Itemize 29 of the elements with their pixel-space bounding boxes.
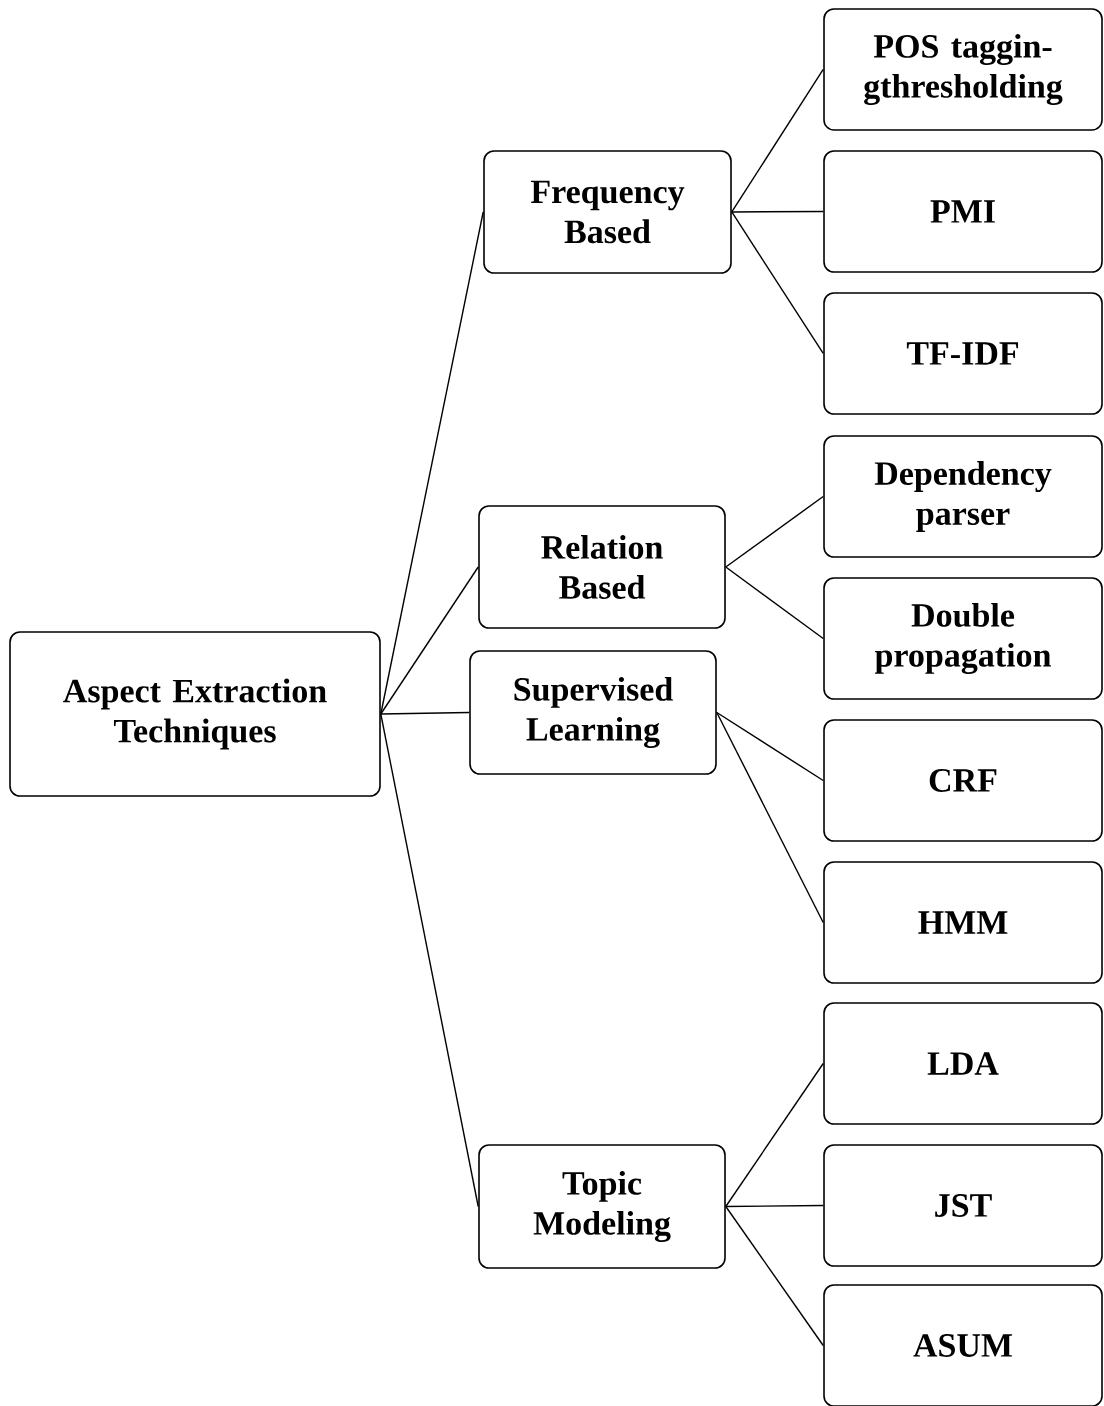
category-box: Frequency Based: [483, 150, 732, 274]
technique-box: JST: [823, 1144, 1103, 1267]
connector-line: [380, 566, 479, 715]
connector-line: [380, 711, 470, 715]
connector-line: [725, 1062, 824, 1208]
connector-line: [716, 711, 824, 924]
connector-line: [725, 1204, 824, 1208]
technique-box: Dependency parser: [823, 435, 1103, 558]
connector-line: [725, 566, 824, 640]
technique-box: ASUM: [823, 1284, 1103, 1406]
connector-line: [380, 211, 484, 715]
connector-line: [731, 210, 824, 213]
connector-line: [731, 68, 824, 213]
connector-line: [716, 711, 824, 782]
connector-line: [731, 211, 824, 355]
connector-line: [725, 1205, 824, 1347]
technique-box: PMI: [823, 150, 1103, 273]
root-box: Aspect Extraction Techniques: [9, 631, 381, 797]
technique-box: HMM: [823, 861, 1103, 984]
category-box: Topic Modeling: [478, 1144, 726, 1269]
connector-line: [380, 713, 479, 1208]
category-box: Supervised Learning: [469, 650, 717, 775]
connector-line: [725, 495, 824, 568]
technique-box: Double propagation: [823, 577, 1103, 700]
technique-box: LDA: [823, 1002, 1103, 1125]
technique-box: TF-IDF: [823, 292, 1103, 415]
technique-box: POS taggin-gthresholding: [823, 8, 1103, 131]
technique-box: CRF: [823, 719, 1103, 842]
category-box: Relation Based: [478, 505, 726, 629]
